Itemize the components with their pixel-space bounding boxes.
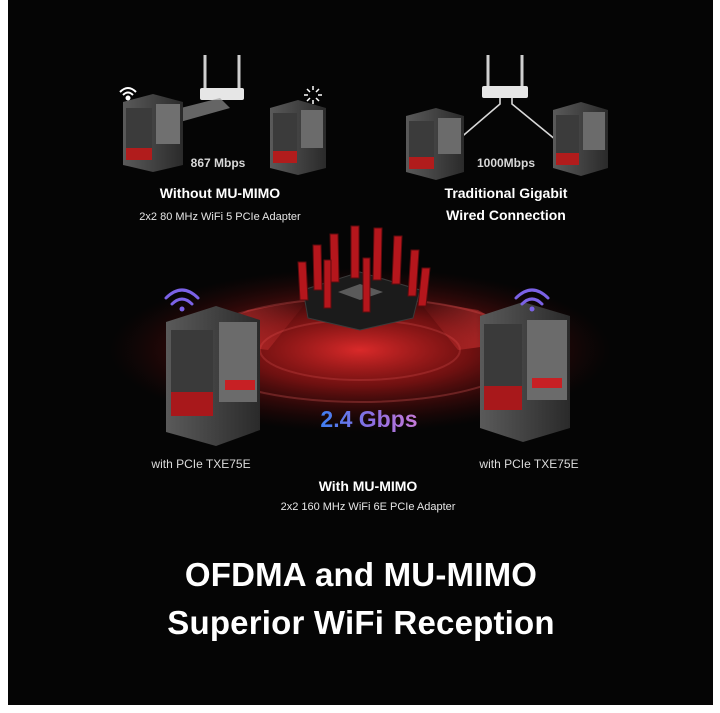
speed-867: 867 Mbps bbox=[190, 156, 246, 170]
pc-case-main-right bbox=[480, 302, 570, 442]
illustration bbox=[110, 55, 610, 446]
pc-case-main-left bbox=[166, 306, 260, 446]
gaming-router bbox=[297, 225, 431, 331]
without-mu-mimo-subtitle: 2x2 80 MHz WiFi 5 PCIe Adapter bbox=[139, 211, 301, 223]
loading-icon bbox=[304, 86, 322, 104]
headline-line2: Superior WiFi Reception bbox=[167, 604, 555, 641]
wired-title-line2: Wired Connection bbox=[446, 207, 566, 223]
product-infographic: 867 Mbps Without MU-MIMO 2x2 80 MHz WiFi… bbox=[8, 0, 713, 705]
pc-case-wired-right bbox=[553, 102, 608, 176]
signal-beam-left bbox=[173, 98, 230, 122]
wifi-icon bbox=[119, 87, 137, 101]
pc-case-wired-left bbox=[406, 108, 464, 180]
pc-case-top-left bbox=[123, 94, 183, 172]
without-mu-mimo-title: Without MU-MIMO bbox=[159, 185, 281, 201]
speed-2-4-gbps: 2.4 Gbps bbox=[320, 406, 418, 432]
headline-line1: OFDMA and MU-MIMO bbox=[184, 556, 538, 593]
speed-1000: 1000Mbps bbox=[476, 156, 536, 170]
wired-title-line1: Traditional Gigabit bbox=[444, 185, 568, 201]
router-small-left bbox=[200, 55, 244, 100]
ethernet-cables bbox=[457, 98, 557, 141]
with-mu-mimo-subtitle: 2x2 160 MHz WiFi 6E PCIe Adapter bbox=[280, 501, 456, 513]
with-mu-mimo-title: With MU-MIMO bbox=[318, 478, 418, 494]
router-small-right bbox=[482, 55, 528, 98]
pc-case-top-middle bbox=[270, 100, 326, 175]
wifi-icon-left bbox=[164, 288, 200, 312]
wifi-icon-right bbox=[514, 288, 550, 312]
right-pc-label: with PCIe TXE75E bbox=[479, 457, 579, 471]
left-pc-label: with PCIe TXE75E bbox=[151, 457, 251, 471]
